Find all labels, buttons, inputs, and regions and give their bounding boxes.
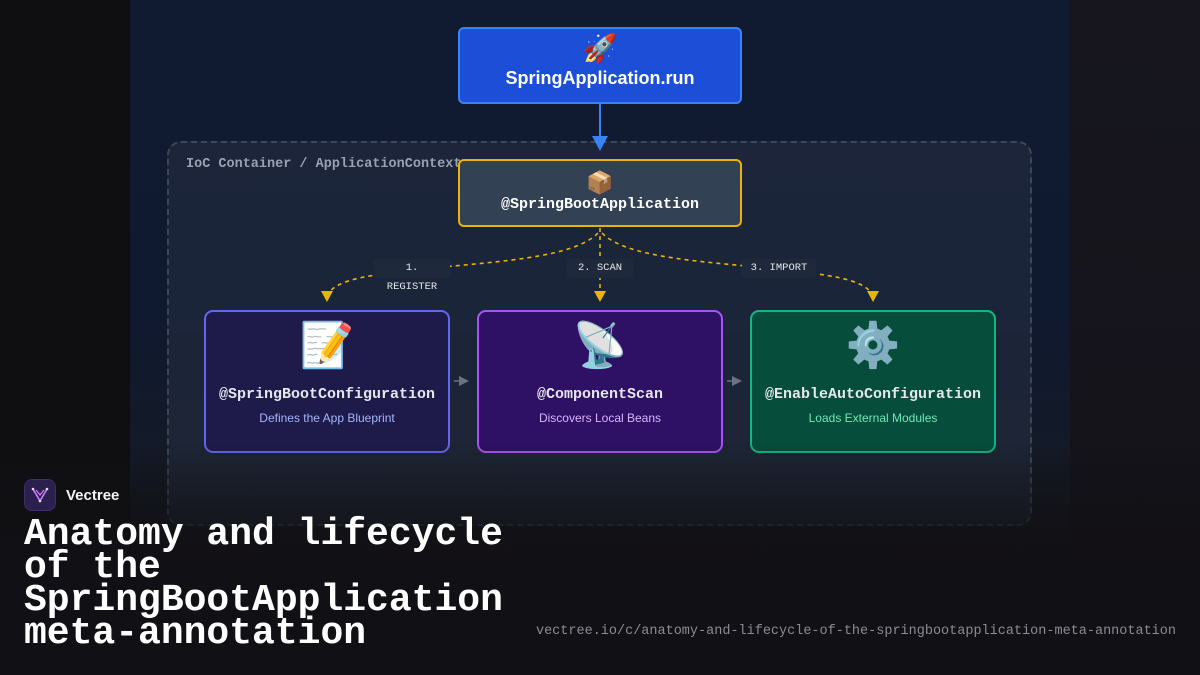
source-url: vectree.io/c/anatomy-and-lifecycle-of-th… (535, 624, 1176, 639)
meta-node-title: @SpringBootApplication (500, 196, 700, 213)
scan-arrowhead (594, 291, 606, 302)
ioc-container-label: IoC Container / ApplicationContext (186, 157, 462, 172)
card-title: @EnableAutoConfiguration (764, 386, 982, 403)
spring-application-run-node: 🚀 SpringApplication.run (458, 27, 742, 104)
vectree-logo-mark (31, 487, 49, 503)
edge-label-import: 3. IMPORT (742, 259, 816, 278)
gear-icon: ⚙️ (845, 321, 901, 370)
card-enable-auto-configuration: ⚙️ @EnableAutoConfiguration Loads Extern… (750, 310, 996, 453)
spring-boot-application-node: 📦 @SpringBootApplication (458, 159, 742, 227)
page-title: Anatomy and lifecycle of the SpringBootA… (24, 513, 503, 655)
memo-icon: 📝 (299, 321, 355, 370)
brand: Vectree (24, 479, 119, 511)
edge-label-scan: 2. SCAN (567, 259, 633, 278)
card-description: Defines the App Blueprint (259, 411, 395, 425)
register-arrowhead (321, 291, 333, 302)
card-description: Discovers Local Beans (538, 411, 662, 425)
card-spring-boot-configuration: 📝 @SpringBootConfiguration Defines the A… (204, 310, 450, 453)
register-wire (327, 232, 599, 295)
card-description: Loads External Modules (808, 411, 938, 425)
card-component-scan: 📡 @ComponentScan Discovers Local Beans (477, 310, 723, 453)
config-to-scan-arrowhead (459, 376, 469, 386)
rocket-icon: 🚀 (582, 33, 618, 64)
satellite-dish-icon: 📡 (572, 321, 628, 370)
card-title: @ComponentScan (536, 386, 664, 403)
brand-name: Vectree (66, 486, 120, 504)
package-icon: 📦 (586, 170, 614, 195)
run-to-meta-arrowhead (592, 136, 608, 151)
run-node-title: SpringApplication.run (505, 68, 695, 88)
vectree-logo-icon (24, 479, 56, 511)
import-arrowhead (867, 291, 879, 302)
card-title: @SpringBootConfiguration (218, 386, 436, 403)
scan-to-auto-arrowhead (732, 376, 742, 386)
import-wire (601, 232, 873, 295)
edge-label-register: 1. REGISTER (374, 259, 450, 293)
